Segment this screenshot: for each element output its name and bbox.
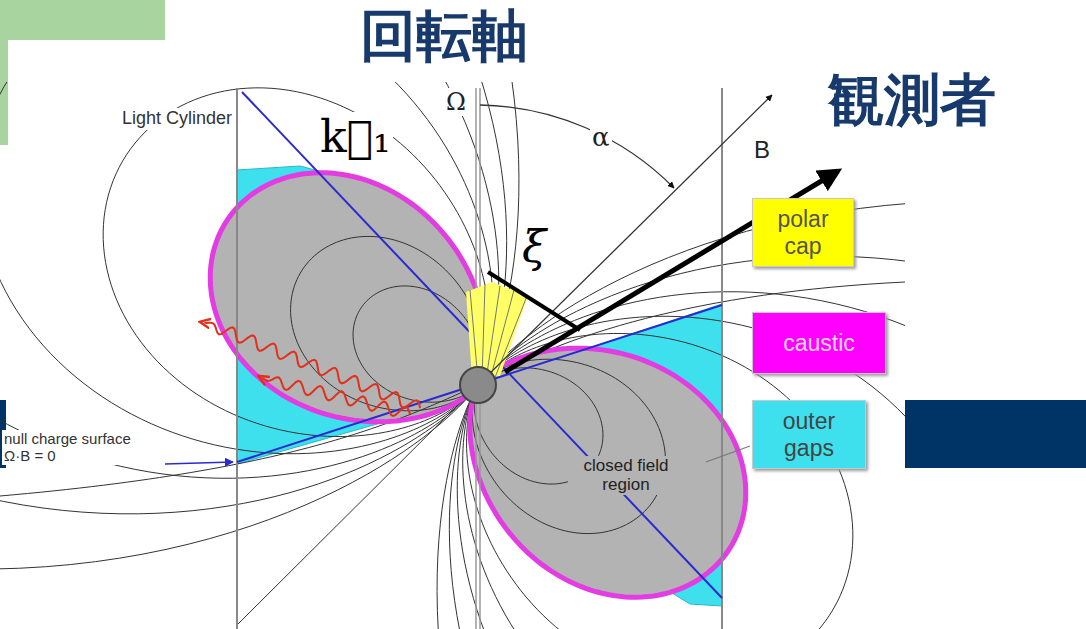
field-line [103,88,489,437]
alpha-label: α [590,122,612,153]
gamma-ray-photon [204,323,420,408]
legend-box: outer gaps [752,400,866,469]
field-line [449,256,905,629]
xi-label: ξ [520,222,548,272]
box-label: caustic [764,330,874,356]
closed-field-region [470,348,746,597]
field-line [0,82,493,454]
light-cylinder-label: Light Cylinder [118,108,234,130]
b-label: B [752,136,772,164]
box-label: polar cap [764,206,842,259]
field-line [0,82,507,514]
field-line [0,82,499,478]
pointer-arrow [165,462,233,464]
axis-title: 回転軸 [358,4,530,68]
field-line [0,82,519,569]
light-cylinder-line [236,88,238,629]
slide-decoration [905,400,1086,468]
closed-field-region [210,173,486,422]
box-label: outer gaps [764,408,854,461]
magnetic-equator-line [242,92,722,598]
angle-xi-line [488,272,580,330]
field-line [478,282,905,385]
caustic-outline [470,348,746,597]
legend-box: polar cap [752,198,854,267]
slide-decoration [0,0,165,40]
light-cylinder-line [721,88,723,629]
omega-label: Ω [444,88,468,116]
leader-line [706,446,750,462]
field-line [0,385,478,496]
null-surface-label: null charge surface Ω·B = 0 [2,430,156,465]
angle-arc [480,105,674,188]
region-label: closed field region [568,456,684,495]
caustic-outline [210,173,486,422]
slide-decoration [0,0,8,145]
observer-title: 観測者 [826,68,998,132]
field-line [291,236,484,410]
legend-box: caustic [752,312,886,374]
field-line [467,333,853,629]
wave-vector-label: k⃗₁ [318,112,393,162]
neutron-star [460,367,496,403]
gamma-ray-photon [262,377,410,416]
